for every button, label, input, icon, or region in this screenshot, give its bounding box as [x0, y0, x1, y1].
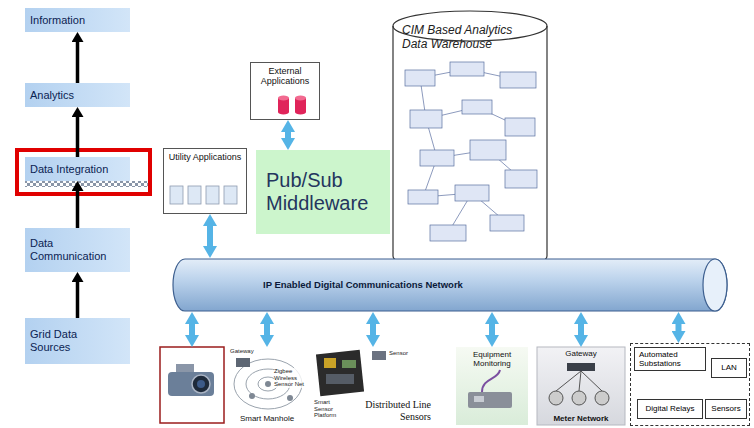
node-text: Smart Manhole [240, 414, 294, 423]
application-box: Utility Applications [163, 148, 247, 214]
node-text: Data Communication [30, 237, 110, 262]
layer-box: Analytics [25, 83, 130, 107]
data-model-schematic [405, 62, 537, 241]
node-text: Equipment Monitoring [458, 350, 526, 368]
node-text: LAN [721, 363, 737, 372]
flow-arrow [76, 117, 80, 157]
camera-arrow [189, 324, 195, 335]
node-text: Analytics [30, 89, 74, 102]
layer-box: Grid Data Sources [25, 318, 130, 364]
middleware-box: Pub/Sub Middleware [256, 150, 390, 234]
lan-box: LAN [711, 358, 747, 378]
node-text: Gateway [565, 349, 597, 358]
cylinder-fill [392, 11, 548, 262]
node-text: Pub/Sub Middleware [266, 169, 386, 215]
relay-box: Digital Relays [637, 399, 703, 419]
layer-box: Data Integration [25, 157, 130, 181]
node-text: External Applications [255, 66, 315, 87]
network-pipe: IP Enabled Digital Communications Networ… [173, 258, 727, 312]
node-text: CIM Based Analytics Data Warehouse [402, 24, 538, 52]
cylinder-side [393, 26, 547, 271]
meter-picture [537, 347, 625, 425]
node-text: Information [30, 14, 85, 27]
node-text: Sensors [711, 404, 740, 413]
node-text: Digital Relays [646, 404, 695, 413]
source-box: Equipment Monitoring [456, 347, 528, 425]
app-icons [170, 186, 237, 204]
network-arrow [285, 132, 291, 138]
image-label: Smart Sensor Platform [314, 399, 350, 419]
sensor-box: Sensors [705, 399, 747, 419]
pipe-body [173, 259, 727, 311]
node-text: Automated Substations [634, 347, 706, 371]
source-box: GatewayMeter Network [537, 347, 625, 425]
substation-group: Automated SubstationsLAN Digital Relays Se… [630, 343, 750, 426]
layer-box: Information [25, 8, 130, 32]
network-arrow [370, 324, 376, 335]
database-icons [278, 96, 306, 115]
network-arrow [578, 324, 584, 335]
node-text: IP Enabled Digital Communications Networ… [263, 280, 463, 291]
flow-arrow [76, 282, 80, 318]
application-box: External Applications [250, 62, 320, 120]
highlight-frame [17, 150, 150, 194]
flow-arrow [76, 191, 80, 228]
pipe-end [703, 259, 727, 311]
node-text: Distributed Line Sensors [364, 399, 431, 422]
image-label: Gateway [230, 348, 256, 355]
image-label: Zigbee Wireless Sensor Net [274, 368, 304, 388]
flow-arrow [76, 42, 80, 83]
image-label: Sensor [389, 350, 415, 357]
network-arrow [489, 324, 495, 335]
sensor-board-picture [316, 350, 386, 396]
checker-bar [25, 181, 150, 187]
network-arrow [207, 226, 213, 246]
layer-box: Data Communication [25, 228, 130, 272]
equipment-picture [456, 347, 528, 425]
network-arrow [676, 324, 682, 331]
node-text: Meter Network [553, 414, 608, 423]
camera-picture [160, 347, 224, 423]
node-text: Data Integration [30, 163, 108, 176]
node-text: Grid Data Sources [30, 328, 110, 353]
network-arrow [264, 324, 270, 335]
node-text: Utility Applications [169, 152, 242, 162]
warehouse-cylinder: CIM Based Analytics Data Warehouse [392, 10, 548, 272]
